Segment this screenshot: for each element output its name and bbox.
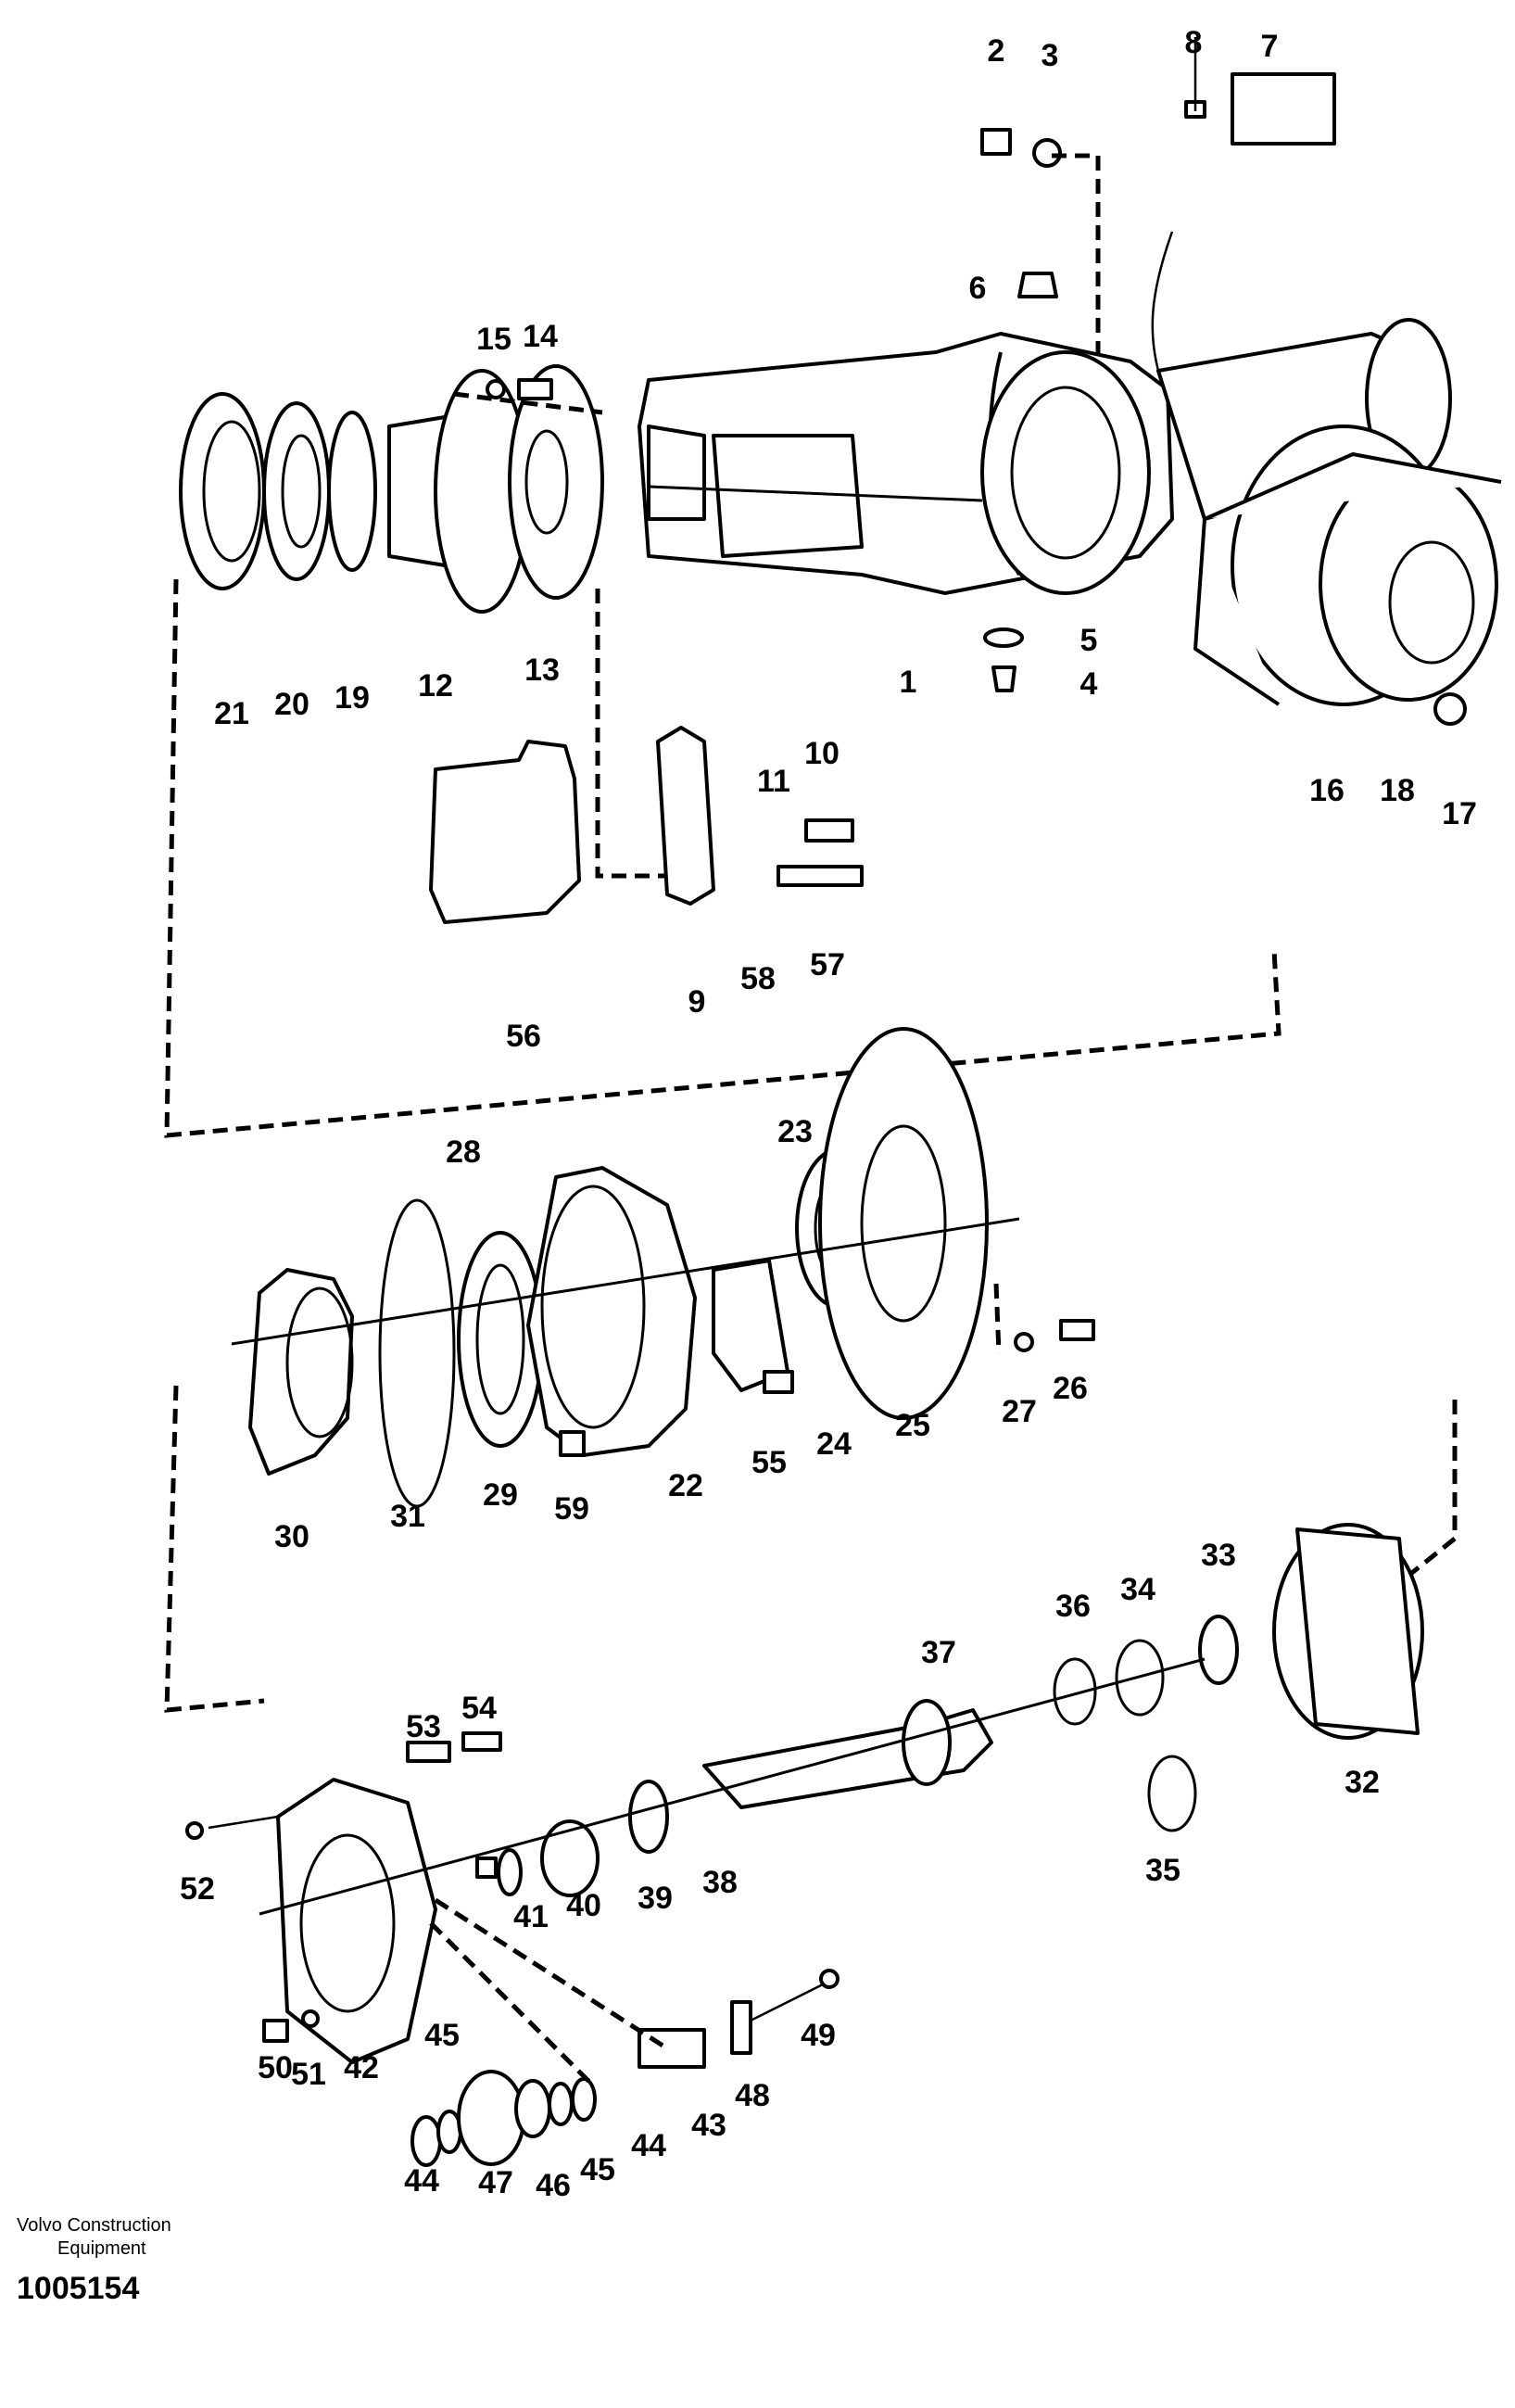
callout-50: 50 xyxy=(258,2050,293,2085)
callout-19: 19 xyxy=(335,680,370,716)
callout-34: 34 xyxy=(1120,1572,1155,1607)
callout-7: 7 xyxy=(1261,29,1279,64)
callout-37: 37 xyxy=(921,1635,956,1670)
callout-48: 48 xyxy=(735,2078,770,2113)
callout-18: 18 xyxy=(1380,773,1415,808)
hub-cover xyxy=(1193,425,1502,706)
callout-13: 13 xyxy=(524,653,560,688)
callout-28: 28 xyxy=(446,1134,481,1170)
callout-40: 40 xyxy=(566,1888,601,1923)
callout-31: 31 xyxy=(390,1499,425,1534)
callout-24: 24 xyxy=(816,1426,852,1462)
callout-42: 42 xyxy=(344,2050,379,2085)
hub-hardware xyxy=(559,1319,1095,1457)
callout-27: 27 xyxy=(1002,1394,1037,1429)
callout-54: 54 xyxy=(461,1691,497,1726)
callout-17: 17 xyxy=(1442,796,1477,831)
callout-8: 8 xyxy=(1185,25,1203,60)
diagram-number: 1005154 xyxy=(17,2271,140,2306)
brand-line-1: Volvo Construction xyxy=(17,2215,171,2236)
callout-59: 59 xyxy=(554,1491,589,1527)
callout-47: 47 xyxy=(478,2165,513,2200)
callout-30: 30 xyxy=(274,1519,309,1554)
callout-45b: 45 xyxy=(580,2152,615,2187)
brake-caliper xyxy=(429,726,864,924)
callout-9: 9 xyxy=(688,984,706,1020)
leader-lines-top xyxy=(164,37,1281,1138)
callout-38: 38 xyxy=(702,1865,738,1900)
callout-49: 49 xyxy=(801,2018,836,2053)
callout-44a: 44 xyxy=(404,2163,439,2199)
callout-16: 16 xyxy=(1309,773,1345,808)
leader-lines-middle xyxy=(164,1217,1458,1713)
leader-lines-lower xyxy=(208,1657,1206,2087)
callout-45a: 45 xyxy=(424,2018,460,2053)
callout-35: 35 xyxy=(1145,1853,1180,1888)
callout-29: 29 xyxy=(483,1477,518,1513)
callout-11: 11 xyxy=(757,764,790,799)
callout-1: 1 xyxy=(900,665,917,700)
callout-39: 39 xyxy=(638,1881,673,1916)
callout-43: 43 xyxy=(691,2108,726,2143)
callout-25: 25 xyxy=(895,1408,930,1443)
hub-assembly xyxy=(248,1027,989,1508)
callout-5: 5 xyxy=(1080,623,1098,658)
callout-3: 3 xyxy=(1042,38,1059,73)
callout-44b: 44 xyxy=(631,2128,666,2163)
callout-53: 53 xyxy=(406,1709,441,1744)
callout-58: 58 xyxy=(740,961,776,996)
callout-23: 23 xyxy=(777,1114,813,1149)
callout-4: 4 xyxy=(1080,666,1098,702)
callout-10: 10 xyxy=(804,736,840,771)
callout-41: 41 xyxy=(513,1899,549,1934)
callout-32: 32 xyxy=(1345,1765,1380,1800)
axle-flange-assembly xyxy=(179,364,604,614)
callout-51: 51 xyxy=(291,2057,326,2092)
callout-14: 14 xyxy=(523,319,558,354)
callout-57: 57 xyxy=(810,947,845,982)
callout-55: 55 xyxy=(751,1445,787,1480)
callout-36: 36 xyxy=(1055,1589,1091,1624)
brand-line-2: Equipment xyxy=(57,2238,146,2259)
callout-33: 33 xyxy=(1201,1538,1236,1573)
callout-26: 26 xyxy=(1053,1371,1088,1406)
callout-21: 21 xyxy=(214,696,249,731)
planetary-assembly xyxy=(185,1523,1424,2167)
callout-52: 52 xyxy=(180,1871,215,1907)
callout-15: 15 xyxy=(476,322,511,357)
callout-22: 22 xyxy=(668,1468,703,1503)
callout-2: 2 xyxy=(988,33,1005,69)
callout-46: 46 xyxy=(536,2168,571,2203)
callout-20: 20 xyxy=(274,687,309,722)
callout-6: 6 xyxy=(969,271,987,306)
axle-assembly-drawing: 1234567891011121314151617181920212223242… xyxy=(164,25,1502,2203)
callout-12: 12 xyxy=(418,668,453,703)
callout-56: 56 xyxy=(506,1019,541,1054)
